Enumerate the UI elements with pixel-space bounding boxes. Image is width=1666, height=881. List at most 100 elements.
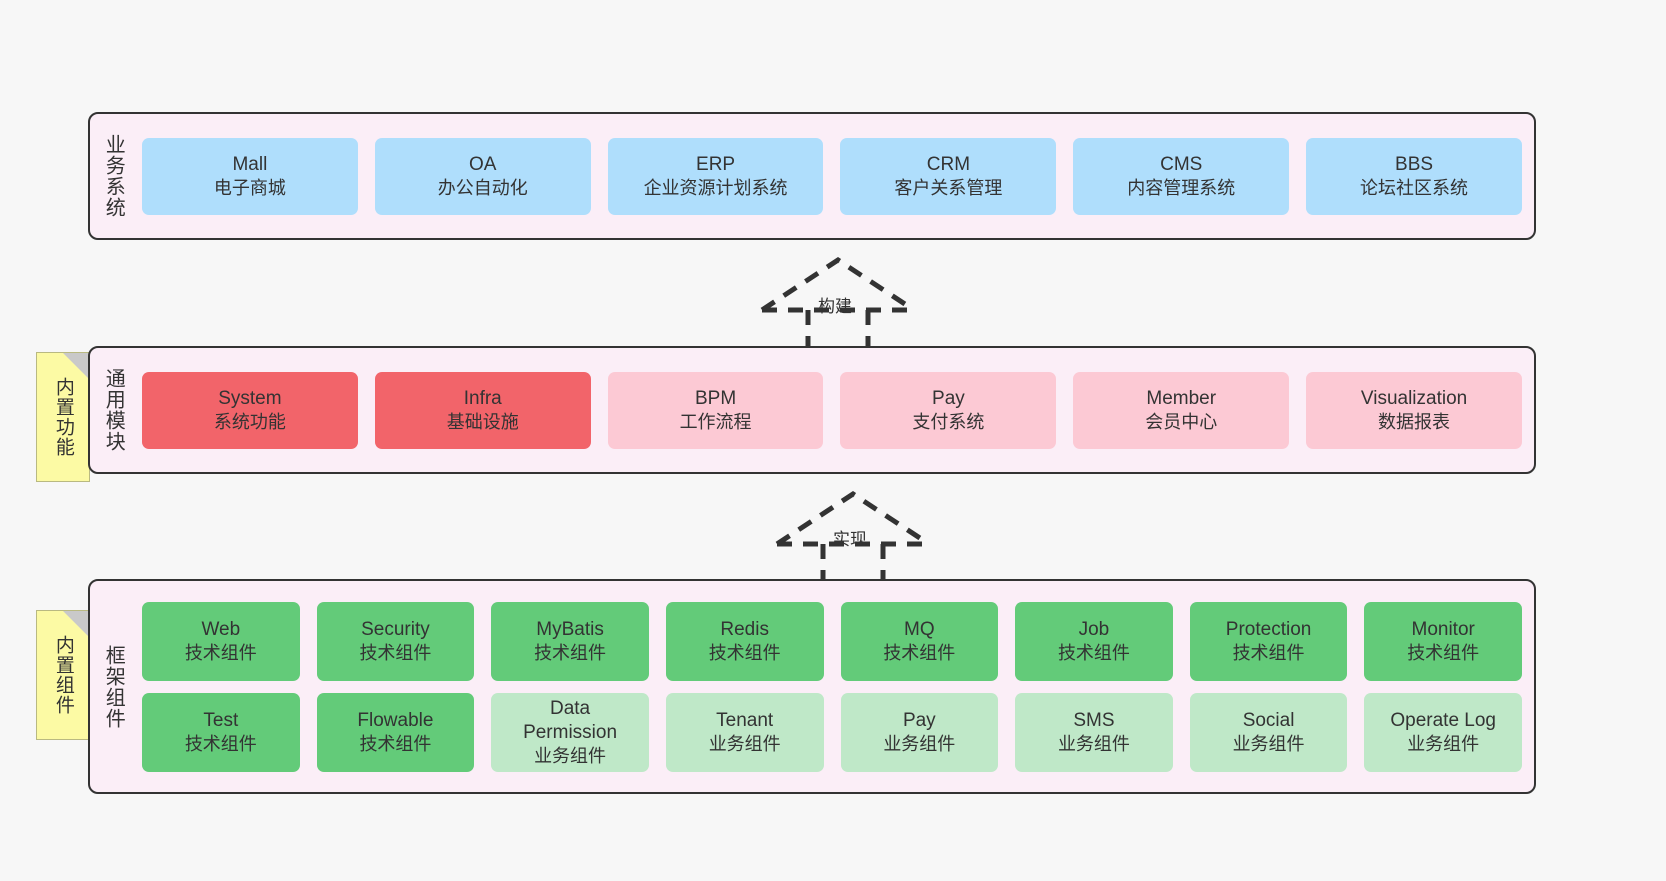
- card-bbs[interactable]: BBS 论坛社区系统: [1306, 137, 1522, 215]
- card-sms-cn: 业务组件: [1057, 733, 1130, 754]
- card-mybatis-en: MyBatis: [536, 618, 604, 640]
- card-test[interactable]: Test 技术组件: [142, 692, 300, 772]
- card-security[interactable]: Security 技术组件: [316, 601, 475, 681]
- card-tenant[interactable]: Tenant 业务组件: [665, 692, 824, 772]
- card-pay-component-en: Pay: [902, 709, 936, 731]
- card-mall-en: Mall: [232, 153, 268, 175]
- card-social-cn: 业务组件: [1232, 733, 1305, 754]
- card-bpm-cn: 工作流程: [679, 411, 752, 432]
- note-fold-icon: [63, 353, 89, 379]
- card-erp[interactable]: ERP 企业资源计划系统: [607, 137, 824, 215]
- card-web-en: Web: [201, 618, 241, 640]
- card-bpm[interactable]: BPM 工作流程: [607, 371, 824, 449]
- card-erp-en: ERP: [696, 153, 736, 175]
- card-mq[interactable]: MQ 技术组件: [840, 601, 999, 681]
- card-mall[interactable]: Mall 电子商城: [142, 137, 358, 215]
- card-operate-log[interactable]: Operate Log 业务组件: [1364, 692, 1522, 772]
- card-security-en: Security: [361, 618, 430, 640]
- card-oa-en: OA: [469, 153, 497, 175]
- card-oa[interactable]: OA 办公自动化: [374, 137, 591, 215]
- card-member[interactable]: Member 会员中心: [1073, 371, 1290, 449]
- business-card-row: Mall 电子商城 OA 办公自动化 ERP 企业资源计划系统 CRM 客户关系…: [142, 137, 1522, 215]
- card-monitor[interactable]: Monitor 技术组件: [1364, 601, 1522, 681]
- card-web[interactable]: Web 技术组件: [142, 601, 300, 681]
- card-flowable-cn: 技术组件: [359, 733, 432, 754]
- layer-common-title: 通用模块: [102, 368, 125, 452]
- note-builtin-components: 内置组件: [36, 610, 90, 740]
- card-cms-cn: 内容管理系统: [1127, 177, 1236, 198]
- card-member-cn: 会员中心: [1145, 411, 1218, 432]
- layer-framework-body: Web 技术组件 Security 技术组件 MyBatis 技术组件 Redi…: [136, 581, 1534, 792]
- card-protection-cn: 技术组件: [1232, 642, 1305, 663]
- card-data-permission[interactable]: Data Permission 业务组件: [491, 692, 649, 772]
- card-redis-en: Redis: [720, 618, 769, 640]
- card-web-cn: 技术组件: [184, 642, 257, 663]
- card-pay[interactable]: Pay 支付系统: [840, 371, 1057, 449]
- card-cms[interactable]: CMS 内容管理系统: [1073, 137, 1290, 215]
- card-system-cn: 系统功能: [213, 411, 286, 432]
- common-card-row: System 系统功能 Infra 基础设施 BPM 工作流程 Pay 支付系统…: [142, 371, 1522, 449]
- card-flowable-en: Flowable: [357, 709, 434, 731]
- card-redis[interactable]: Redis 技术组件: [665, 601, 824, 681]
- card-social-en: Social: [1242, 709, 1295, 731]
- card-security-cn: 技术组件: [359, 642, 432, 663]
- card-erp-cn: 企业资源计划系统: [643, 177, 788, 198]
- card-mybatis-cn: 技术组件: [534, 642, 607, 663]
- layer-business-body: Mall 电子商城 OA 办公自动化 ERP 企业资源计划系统 CRM 客户关系…: [136, 114, 1534, 238]
- card-visualization-cn: 数据报表: [1378, 411, 1451, 432]
- card-cms-en: CMS: [1160, 153, 1203, 175]
- card-data-permission-en2: Permission: [523, 721, 618, 743]
- card-protection-en: Protection: [1225, 618, 1312, 640]
- card-tenant-en: Tenant: [716, 709, 774, 731]
- card-operate-log-cn: 业务组件: [1407, 733, 1480, 754]
- card-sms-en: SMS: [1073, 709, 1115, 731]
- card-monitor-en: Monitor: [1411, 618, 1475, 640]
- note-builtin-components-text: 内置组件: [52, 635, 74, 715]
- framework-card-row-2: Test 技术组件 Flowable 技术组件 Data Permission …: [142, 692, 1522, 772]
- card-monitor-cn: 技术组件: [1407, 642, 1480, 663]
- note-fold-icon: [63, 611, 89, 637]
- card-job-en: Job: [1078, 618, 1110, 640]
- realize-arrow-label: 实现: [833, 530, 867, 549]
- card-operate-log-en: Operate Log: [1390, 709, 1496, 731]
- card-bbs-cn: 论坛社区系统: [1360, 177, 1469, 198]
- card-infra-en: Infra: [463, 387, 502, 409]
- card-infra[interactable]: Infra 基础设施: [374, 371, 591, 449]
- card-mq-cn: 技术组件: [883, 642, 956, 663]
- card-data-permission-en: Data: [549, 697, 591, 719]
- card-sms[interactable]: SMS 业务组件: [1015, 692, 1173, 772]
- card-member-en: Member: [1146, 387, 1217, 409]
- card-visualization-en: Visualization: [1360, 387, 1468, 409]
- card-data-permission-cn: 业务组件: [534, 745, 607, 766]
- framework-card-row-1: Web 技术组件 Security 技术组件 MyBatis 技术组件 Redi…: [142, 601, 1522, 681]
- card-pay-component[interactable]: Pay 业务组件: [840, 692, 999, 772]
- layer-common-body: System 系统功能 Infra 基础设施 BPM 工作流程 Pay 支付系统…: [136, 348, 1534, 472]
- card-bbs-en: BBS: [1395, 153, 1434, 175]
- card-system[interactable]: System 系统功能: [142, 371, 358, 449]
- note-builtin-features-text: 内置功能: [52, 377, 74, 457]
- note-builtin-features: 内置功能: [36, 352, 90, 482]
- card-system-en: System: [218, 387, 282, 409]
- card-tenant-cn: 业务组件: [708, 733, 781, 754]
- layer-common-modules: 通用模块 System 系统功能 Infra 基础设施 BPM 工作流程 Pay…: [88, 346, 1536, 474]
- layer-framework-components: 框架组件 Web 技术组件 Security 技术组件 MyBatis 技术组件…: [88, 579, 1536, 794]
- card-visualization[interactable]: Visualization 数据报表: [1306, 371, 1522, 449]
- card-pay-en: Pay: [932, 387, 965, 409]
- card-pay-cn: 支付系统: [912, 411, 985, 432]
- card-job-cn: 技术组件: [1057, 642, 1130, 663]
- layer-business-systems: 业务系统 Mall 电子商城 OA 办公自动化 ERP 企业资源计划系统 CRM…: [88, 112, 1536, 240]
- build-arrow-label: 构建: [818, 297, 852, 316]
- card-bpm-en: BPM: [694, 387, 737, 409]
- card-infra-cn: 基础设施: [446, 411, 519, 432]
- card-mall-cn: 电子商城: [213, 177, 286, 198]
- card-crm[interactable]: CRM 客户关系管理: [840, 137, 1057, 215]
- card-mybatis[interactable]: MyBatis 技术组件: [491, 601, 649, 681]
- card-flowable[interactable]: Flowable 技术组件: [316, 692, 475, 772]
- card-job[interactable]: Job 技术组件: [1015, 601, 1173, 681]
- card-social[interactable]: Social 业务组件: [1189, 692, 1348, 772]
- card-protection[interactable]: Protection 技术组件: [1189, 601, 1348, 681]
- card-test-en: Test: [203, 709, 239, 731]
- card-pay-component-cn: 业务组件: [883, 733, 956, 754]
- card-crm-en: CRM: [926, 153, 971, 175]
